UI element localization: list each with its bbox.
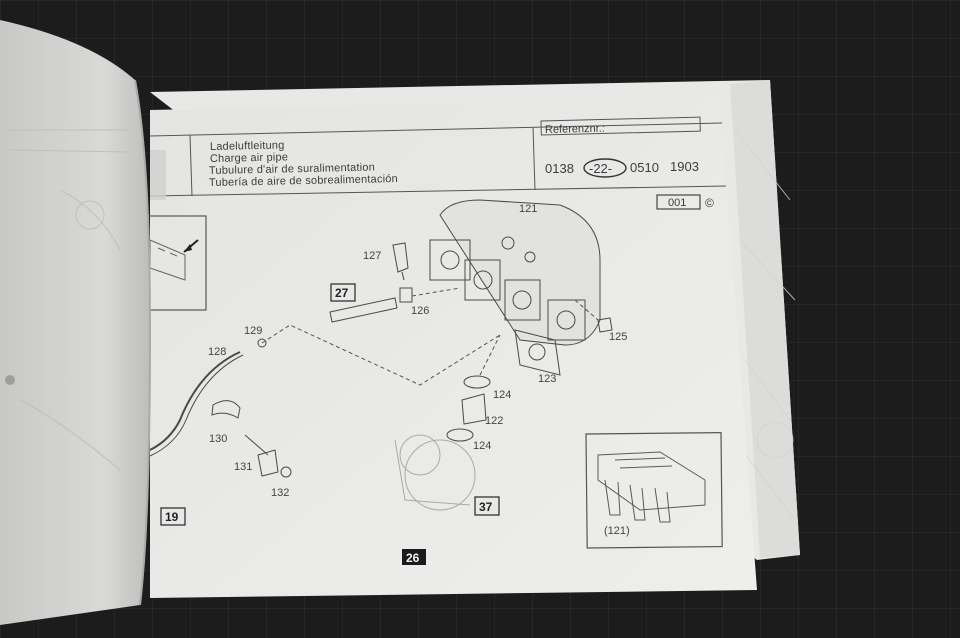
callout-128: 128 bbox=[208, 346, 226, 358]
boxed-ref-19: 19 bbox=[165, 510, 179, 524]
figure-code-box bbox=[656, 194, 701, 210]
copyright-mark: © bbox=[705, 196, 714, 210]
callout-labels: 121 127 126 125 123 124 122 124 129 128 … bbox=[208, 203, 627, 499]
page-number: 26 bbox=[406, 551, 420, 565]
callout-131: 131 bbox=[234, 461, 252, 473]
title-en: Charge air pipe bbox=[210, 151, 288, 165]
callout-123: 123 bbox=[538, 373, 556, 385]
figure-code: 001 bbox=[668, 197, 686, 209]
callout-124-lower: 124 bbox=[473, 440, 491, 452]
reference-highlight-oval bbox=[583, 158, 627, 178]
callout-127: 127 bbox=[363, 250, 381, 262]
callout-121: 121 bbox=[519, 203, 537, 215]
manual-page bbox=[150, 98, 757, 598]
header-frame bbox=[149, 116, 727, 197]
reference-part-3: 0510 bbox=[630, 160, 659, 175]
boxed-ref-27: 27 bbox=[335, 286, 349, 300]
callout-125: 125 bbox=[609, 331, 627, 343]
callout-126: 126 bbox=[411, 305, 429, 317]
boxed-references: 27 19 37 bbox=[160, 283, 500, 526]
callout-124-upper: 124 bbox=[493, 389, 511, 401]
reference-block: Referenznr.: 0138 -22- 0510 1903 bbox=[545, 123, 699, 178]
callout-122: 122 bbox=[485, 415, 503, 427]
reference-label: Referenznr.: bbox=[545, 123, 605, 136]
reference-part-1: 0138 bbox=[545, 161, 574, 176]
callout-121-inset: (121) bbox=[604, 525, 630, 537]
inset-overview-box bbox=[585, 431, 723, 549]
reference-part-4: 1903 bbox=[670, 159, 699, 174]
title-es: Tubería de aire de sobrealimentación bbox=[209, 173, 398, 189]
callout-129: 129 bbox=[244, 325, 262, 337]
left-page-curl bbox=[0, 20, 150, 625]
title-block: Ladeluftleitung Charge air pipe Tubulure… bbox=[209, 139, 398, 189]
boxed-ref-37: 37 bbox=[479, 500, 493, 514]
title-fr: Tubulure d'air de suralimentation bbox=[209, 162, 375, 177]
callout-132: 132 bbox=[271, 487, 289, 499]
reference-part-2: -22- bbox=[589, 161, 612, 176]
exploded-view-drawing bbox=[149, 199, 613, 511]
title-de: Ladeluftleitung bbox=[210, 139, 285, 153]
page-number-box bbox=[402, 549, 426, 565]
callout-130: 130 bbox=[209, 433, 227, 445]
